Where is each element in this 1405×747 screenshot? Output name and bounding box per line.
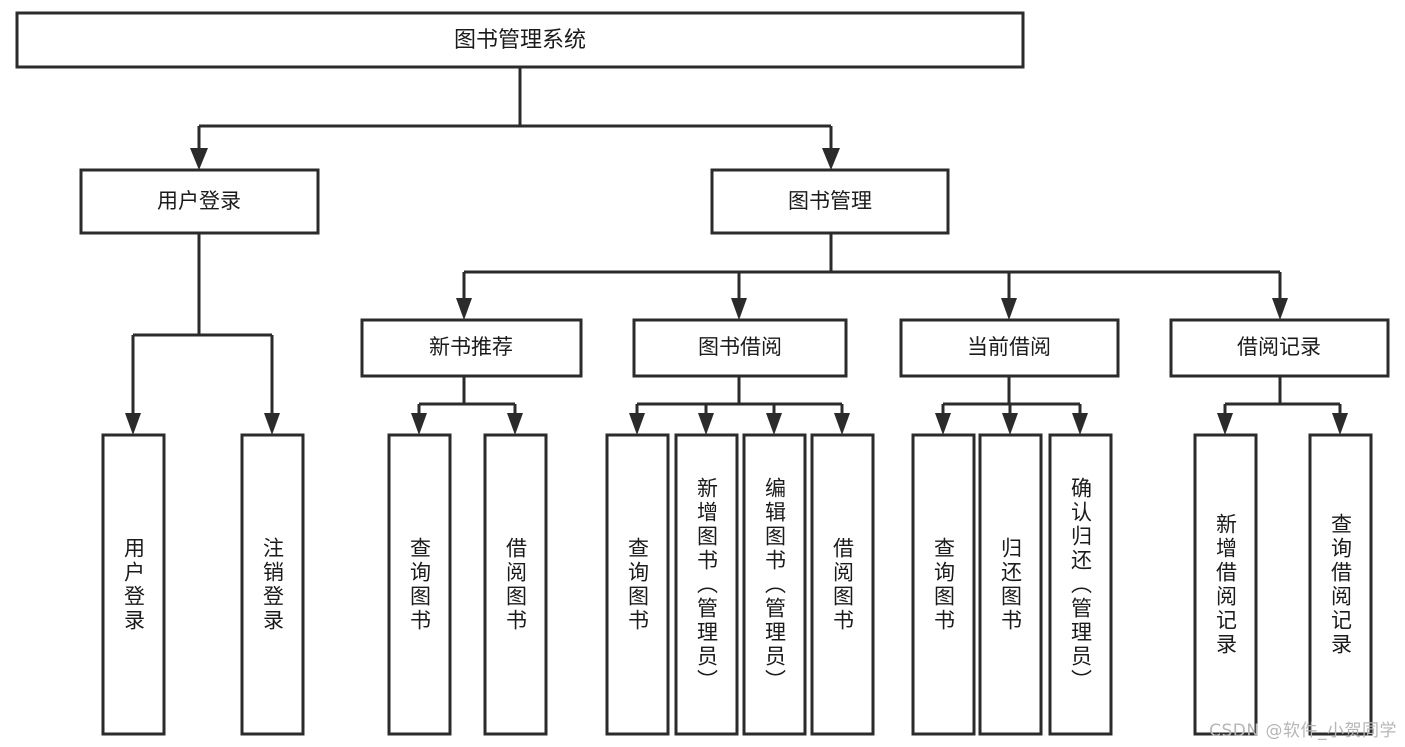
leaf-box-query-book-2[interactable] [605, 433, 670, 736]
arrow-leaf-confirm-return [1072, 413, 1088, 435]
node-current-borrow-label: 当前借阅 [967, 335, 1051, 359]
node-book-borrow-box[interactable] [632, 318, 848, 378]
leaf-box-query-book-3[interactable] [911, 433, 976, 736]
arrow-book-borrow [731, 298, 747, 320]
arrow-user-login [190, 148, 208, 170]
watermark: CSDN @软件_小贺同学 [1209, 721, 1397, 741]
arrow-book-manage [822, 148, 840, 170]
node-root-label: 图书管理系统 [454, 28, 586, 53]
node-book-manage[interactable]: 图书管理 [710, 168, 950, 235]
node-root-box[interactable] [15, 11, 1025, 69]
arrow-leaf-return-book [1002, 413, 1018, 435]
node-new-book-recommend-label: 新书推荐 [429, 335, 513, 359]
connector-currentborrow-to-leaves [935, 376, 1088, 435]
leaf-box-borrow-book-2[interactable] [810, 433, 875, 736]
node-borrow-record-box[interactable] [1169, 318, 1390, 378]
node-borrow-record[interactable]: 借阅记录 [1169, 318, 1390, 378]
arrow-leaf-add-book [698, 413, 714, 435]
connector-root-to-level2 [190, 67, 840, 170]
arrow-leaf-query-book-2 [629, 413, 645, 435]
leaf-box-query-book-1[interactable] [387, 433, 452, 736]
node-book-manage-label: 图书管理 [788, 189, 872, 213]
leaf-box-query-record[interactable] [1308, 433, 1373, 736]
node-new-book-recommend[interactable]: 新书推荐 [360, 318, 583, 378]
leaf-box-return-book[interactable] [978, 433, 1043, 736]
leaf-box-user-login[interactable] [101, 433, 166, 736]
connector-newbook-to-leaves [411, 376, 523, 435]
leaf-box-add-book[interactable] [674, 433, 739, 736]
arrow-leaf-logout [264, 413, 280, 435]
arrow-leaf-borrow-book-1 [507, 413, 523, 435]
node-current-borrow-box[interactable] [899, 318, 1120, 378]
connector-bookborrow-to-leaves [629, 376, 850, 435]
connector-userlogin-to-leaves [125, 233, 280, 435]
node-new-book-recommend-box[interactable] [360, 318, 583, 378]
node-root[interactable]: 图书管理系统 [15, 11, 1025, 69]
leaf-box-confirm-return[interactable] [1048, 433, 1113, 736]
node-book-borrow[interactable]: 图书借阅 [632, 318, 848, 378]
node-current-borrow[interactable]: 当前借阅 [899, 318, 1120, 378]
node-borrow-record-label: 借阅记录 [1237, 335, 1321, 359]
leaf-box-add-record[interactable] [1193, 433, 1258, 736]
leaf-box-borrow-book-1[interactable] [483, 433, 548, 736]
arrow-leaf-add-record [1217, 413, 1233, 435]
node-book-borrow-label: 图书借阅 [698, 335, 782, 359]
arrow-leaf-query-book-1 [411, 413, 427, 435]
arrow-borrow-record [1272, 298, 1288, 320]
node-user-login[interactable]: 用户登录 [79, 168, 320, 235]
arrow-new-book-recommend [456, 298, 472, 320]
arrow-leaf-borrow-book-2 [834, 413, 850, 435]
arrow-current-borrow [1001, 298, 1017, 320]
node-book-manage-box[interactable] [710, 168, 950, 235]
arrow-leaf-query-record [1332, 413, 1348, 435]
arrow-leaf-edit-book [766, 413, 782, 435]
leaf-box-logout[interactable] [240, 433, 305, 736]
connector-bookmanage-to-level3 [456, 233, 1288, 320]
leaf-boxes [101, 433, 1373, 736]
connector-borrowrecord-to-leaves [1217, 376, 1348, 435]
arrow-leaf-query-book-3 [935, 413, 951, 435]
arrow-leaf-user-login [125, 413, 141, 435]
node-user-login-box[interactable] [79, 168, 320, 235]
node-user-login-label: 用户登录 [157, 189, 241, 213]
leaf-box-edit-book[interactable] [742, 433, 807, 736]
